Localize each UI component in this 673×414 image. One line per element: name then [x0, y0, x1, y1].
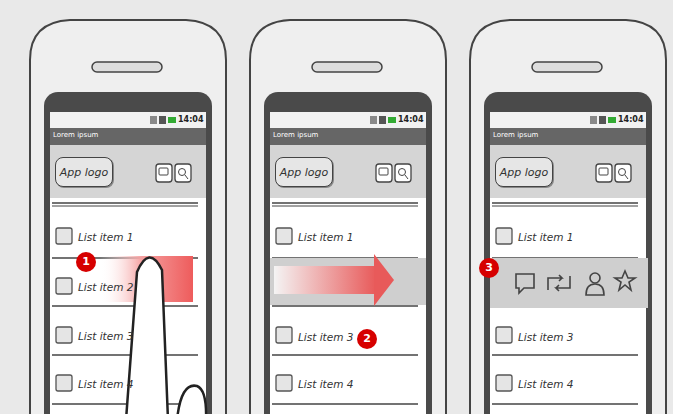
phone-outline	[30, 20, 226, 414]
action-band	[490, 258, 648, 308]
item-text: List item 3	[298, 331, 353, 343]
callout-circle	[479, 258, 499, 278]
item-text: List item 4	[298, 378, 353, 390]
logo-box: App logo	[55, 157, 113, 187]
list-row: List item 3	[518, 326, 628, 348]
status-time: 14:04	[398, 115, 423, 124]
list-row: List item 4	[78, 373, 188, 395]
callout-circle	[76, 252, 96, 272]
header-title: Lorem ipsum	[273, 131, 318, 139]
logo-text: App logo	[500, 166, 549, 179]
item-text: List item 4	[518, 378, 573, 390]
item-text: List item 1	[298, 231, 353, 243]
item-text: List item 1	[78, 231, 133, 243]
list-row: List item 3	[298, 326, 408, 348]
status-time: 14:04	[178, 115, 203, 124]
logo-box: App logo	[275, 157, 333, 187]
header-title: Lorem ipsum	[493, 131, 538, 139]
list-row: List item 1	[298, 226, 408, 248]
callout-number: 2	[357, 332, 377, 346]
status-time: 14:04	[618, 115, 643, 124]
item-text: List item 3	[518, 331, 573, 343]
header-title: Lorem ipsum	[53, 131, 98, 139]
callout-number: 3	[479, 261, 499, 275]
swipe-arrow	[274, 254, 394, 306]
list-row: List item 4	[298, 373, 408, 395]
callout-circle	[357, 329, 377, 349]
logo-box: App logo	[495, 157, 553, 187]
list-row: List item 3	[78, 325, 188, 347]
phone-outline	[250, 20, 446, 414]
item-text: List item 2	[78, 281, 133, 293]
list-row: List item 1	[78, 226, 188, 248]
item-text: List item 1	[518, 231, 573, 243]
logo-text: App logo	[60, 166, 109, 179]
action-icons	[516, 271, 635, 295]
finger	[126, 257, 206, 414]
item-text: List item 3	[78, 330, 133, 342]
item-text: List item 4	[78, 378, 133, 390]
phone-outline	[470, 20, 666, 414]
list-row: List item 2	[78, 276, 188, 298]
list-row: List item 4	[518, 373, 628, 395]
callout-number: 1	[76, 255, 96, 269]
list-row: List item 1	[518, 226, 628, 248]
logo-text: App logo	[280, 166, 329, 179]
swipe-band	[270, 258, 426, 305]
